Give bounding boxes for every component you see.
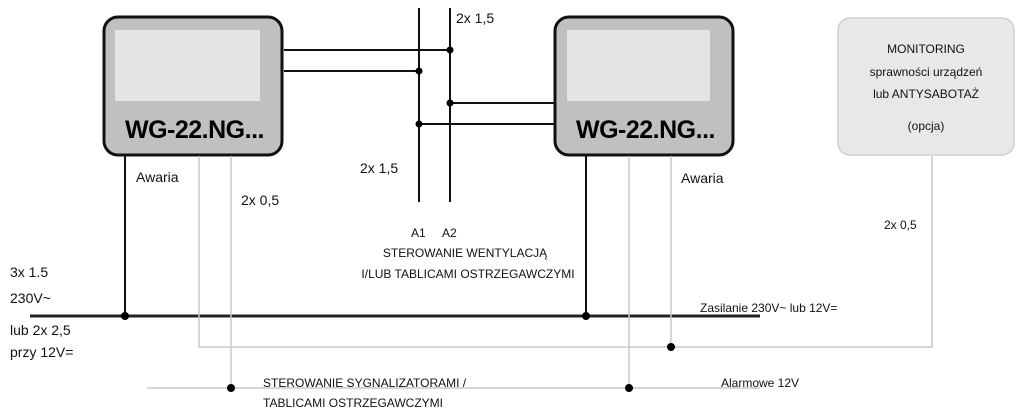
monitoring-option: (opcja) [908,119,945,133]
power-label-4: przy 12V= [10,344,73,360]
device-display [115,30,260,101]
cable-label-mid: 2x 1,5 [360,160,398,176]
gas-detector-2: WG-22.NG... [553,15,735,157]
monitoring-line3: lub ANTYSABOTAŻ [873,87,979,101]
power-bus [30,156,760,320]
terminal-a2: A2 [442,226,457,240]
device-display [567,30,710,101]
ventilation-label-1: STEROWANIE WENTYLACJĄ [383,246,548,260]
ventilation-wires [284,8,554,202]
signalers-label-2: TABLICAMI OSTRZEGAWCZYMI [263,396,443,410]
power-label-3: lub 2x 2,5 [10,322,71,338]
supply-label: Zasilanie 230V~ lub 12V= [700,301,837,315]
signalers-label-1: STEROWANIE SYGNALIZATORAMI / [263,376,467,390]
power-label-1: 3x 1.5 [10,264,48,280]
power-label-2: 230V~ [10,290,51,306]
fault-label-2: Awaria [681,170,724,186]
ventilation-label-2: I/LUB TABLICAMI OSTRZEGAWCZYMI [361,267,574,281]
monitoring-loop [198,156,933,351]
terminal-a1: A1 [411,226,426,240]
monitoring-box: MONITORING sprawności urządzeń lub ANTYS… [837,17,1015,156]
alarm-label: Alarmowe 12V [721,376,799,390]
alarm-line [147,156,760,392]
device-model: WG-22.NG... [125,116,264,144]
device-model: WG-22.NG... [576,116,715,144]
cable-label-top: 2x 1,5 [456,10,494,26]
monitoring-line2: sprawności urządzeń [870,65,983,79]
cable-label-signal: 2x 0,5 [241,192,279,208]
cable-label-monitoring: 2x 0,5 [884,218,917,232]
fault-label-1: Awaria [136,169,179,185]
gas-detector-1: WG-22.NG... [102,15,284,157]
monitoring-title: MONITORING [887,42,965,56]
